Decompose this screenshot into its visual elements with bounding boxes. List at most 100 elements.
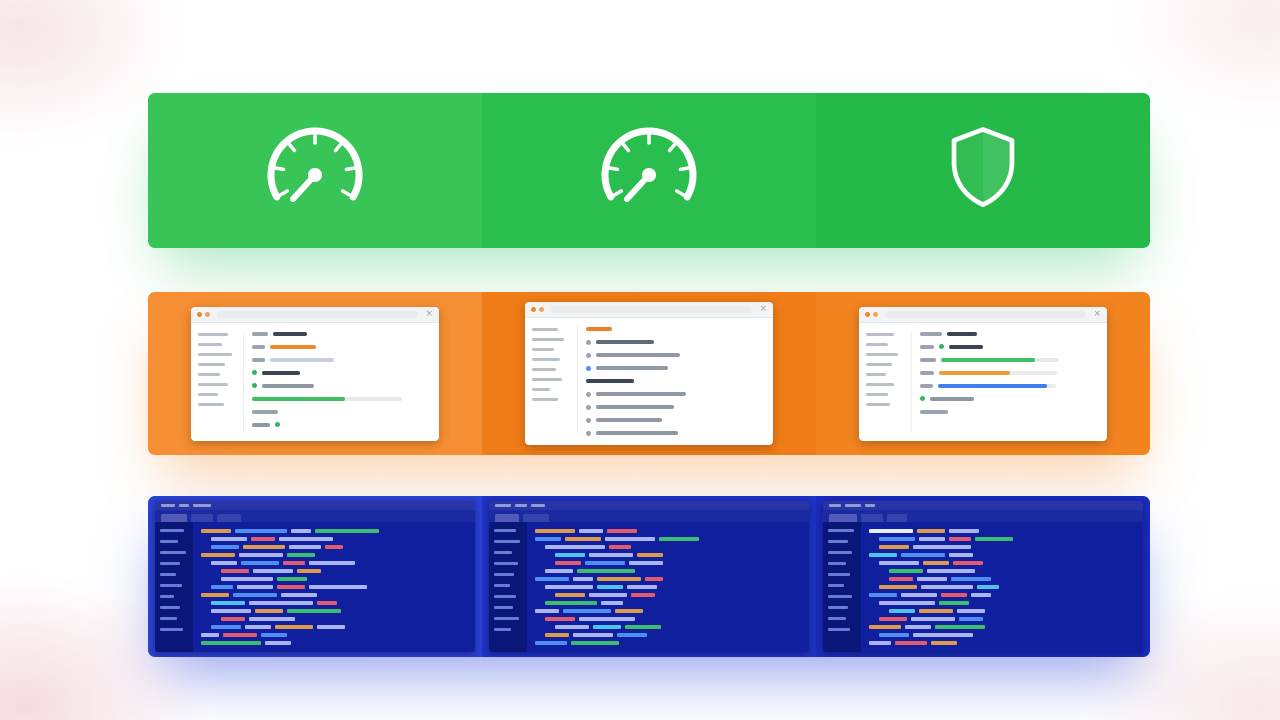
text-bar [596,366,668,370]
code-token [571,641,619,645]
code-token [917,529,945,533]
code-token [545,617,575,621]
sidebar-text-line [532,368,556,371]
code-line [201,553,467,557]
editor-tab [161,514,187,522]
code-token [221,569,249,573]
code-line [879,617,1135,621]
code-token [879,633,909,637]
text-bar [920,370,934,375]
blue-section-1 [148,496,482,657]
speedometer-icon [267,126,363,202]
code-token [597,585,623,589]
code-token [315,529,379,533]
code-token [253,569,293,573]
code-token [325,545,343,549]
sidebar-text-line [198,342,222,346]
file-name-line [494,595,516,598]
code-token [949,537,971,541]
list-row [920,383,1099,389]
sidebar-text-line [866,332,894,336]
close-icon: × [1093,308,1101,319]
content-list [252,331,431,432]
code-line [555,561,801,565]
file-name-line [828,595,852,598]
file-explorer [823,522,861,652]
file-name-line [828,584,844,587]
code-token [927,569,975,573]
close-icon: × [425,308,433,319]
list-row [586,391,765,397]
list-row [586,417,765,423]
code-token [535,609,559,613]
browser-window-screenshot: × [191,306,439,441]
orange-section-3: × [816,292,1150,455]
file-name-line [160,540,178,543]
code-line [869,593,1135,597]
sidebar-text-line [198,372,220,376]
text-bar [586,327,612,331]
code-token [535,529,575,533]
file-name-line [494,562,518,565]
shield-icon [951,126,1015,207]
file-name-line [160,595,174,598]
code-token [201,529,231,533]
address-bar [885,310,1087,318]
sidebar-text-line [866,372,886,376]
code-token [609,545,631,549]
code-token [211,585,233,589]
code-line [545,585,801,589]
code-token [879,561,919,565]
progress-fill [938,383,1047,388]
sidebar-text-line [866,382,894,386]
code-token [275,625,313,629]
progress-track [938,383,1056,388]
sidebar-text-line [198,352,232,356]
code-line [211,609,467,613]
code-token [535,641,567,645]
code-editor-screenshot [823,501,1143,652]
editor-tab [523,514,549,522]
editor-body [155,522,475,652]
orange-screenshots-banner: × × × [148,292,1150,455]
code-token [917,577,947,581]
code-token [239,553,283,557]
file-name-line [160,628,183,631]
text-bar [949,344,983,349]
titlebar-text [845,504,861,507]
sidebar-text-line [866,352,898,356]
code-token [889,609,915,613]
code-token [297,569,321,573]
code-line [869,625,1135,629]
window-dot [539,307,544,312]
code-token [631,593,655,597]
code-token [959,617,983,621]
file-name-line [160,551,186,554]
code-token [615,609,643,613]
sidebar-text-line [866,362,892,366]
code-token [555,593,585,597]
file-name-line [828,540,848,543]
code-editor-screenshot [489,501,809,652]
green-feature-banner [148,93,1150,248]
file-name-line [828,529,854,532]
code-token [901,593,937,597]
list-row [920,357,1099,363]
code-token [585,561,625,565]
content-list [920,331,1099,432]
speedometer-icon [601,126,697,202]
titlebar-text [179,504,189,507]
code-line [201,529,467,533]
close-icon: × [759,304,767,314]
code-area [861,522,1143,652]
code-line [211,625,467,629]
code-token [291,529,311,533]
orange-section-2: × [482,292,816,455]
file-name-line [828,551,852,554]
browser-content [191,323,439,441]
code-token [879,617,907,621]
code-line [869,641,1135,645]
titlebar-text [515,504,527,507]
code-token [659,537,699,541]
file-name-line [828,617,846,620]
